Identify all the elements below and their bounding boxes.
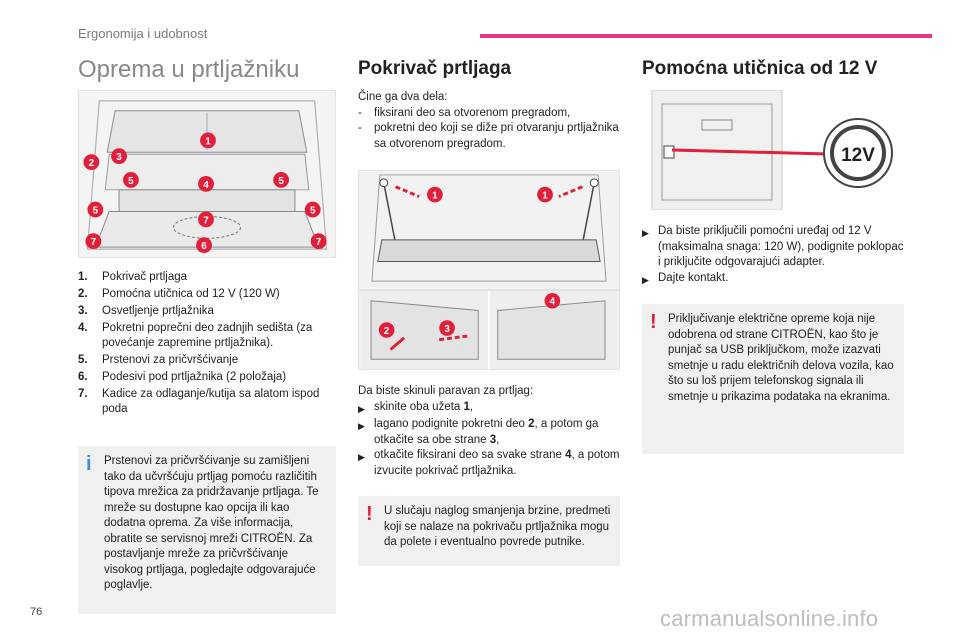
warning-box-socket: ! Priključivanje električne opreme koja … <box>642 304 904 454</box>
warning-icon: ! <box>366 503 373 525</box>
cover-illustration-top: 1 1 <box>358 170 620 290</box>
list-item: ▶lagano podignite pokretni deo 2, a poto… <box>358 417 620 448</box>
trunk-illustration: 1 2 3 5 4 5 5 5 7 7 6 7 <box>78 90 336 258</box>
info-box: i Prstenovi za pričvršćivanje su zamišlj… <box>78 446 336 614</box>
arrow-icon: ▶ <box>358 403 365 414</box>
badge-1-right: 1 <box>542 191 548 202</box>
list-item: -fiksirani deo sa otvorenom pregradom, <box>358 106 571 119</box>
list-item: -pokretni deo koji se diže pri otvaranju… <box>358 122 619 150</box>
badge-5d: 5 <box>310 206 316 217</box>
accent-bar <box>480 34 932 38</box>
arrow-icon: ▶ <box>642 274 649 285</box>
badge-1-left: 1 <box>432 191 438 202</box>
info-text: Prstenovi za pričvršćivanje su zamišljen… <box>104 455 319 591</box>
arrow-icon: ▶ <box>358 421 365 431</box>
badge-7a: 7 <box>203 215 209 226</box>
remove-instructions: Da biste skinuli paravan za prtljag: ▶sk… <box>358 384 620 479</box>
warning-icon: ! <box>650 311 657 333</box>
list-item: 2.Pomoćna utičnica od 12 V (120 W) <box>78 288 280 300</box>
badge-4-cover: 4 <box>550 297 556 308</box>
list-item: 4.Pokretni poprečni deo zadnjih sedišta … <box>78 322 313 349</box>
list-item: ▶otkačite fiksirani deo sa svake strane … <box>358 448 620 479</box>
badge-5b: 5 <box>278 176 284 187</box>
badge-6: 6 <box>201 241 207 252</box>
cover-intro: Čine ga dva dela: -fiksirani deo sa otvo… <box>358 90 620 152</box>
socket-12v-label: 12V <box>841 145 875 166</box>
list-item: ▶Da biste priključili pomoćni uređaj od … <box>642 224 904 271</box>
badge-7b: 7 <box>91 237 97 248</box>
watermark: carmanualsonline.info <box>660 606 879 631</box>
socket-title: Pomoćna utičnica od 12 V <box>642 58 878 79</box>
list-item: 7.Kadice za odlaganje/kutija sa alatom i… <box>78 388 320 415</box>
badge-5a: 5 <box>128 176 134 187</box>
list-item: ▶skinite oba užeta 1, <box>358 400 620 418</box>
socket-illustration: 12V <box>642 90 904 210</box>
badge-7c: 7 <box>316 237 322 248</box>
badge-1: 1 <box>205 136 211 147</box>
badge-4: 4 <box>203 180 209 191</box>
badge-3-cover: 3 <box>444 324 450 335</box>
list-item: 1.Pokrivač prtljaga <box>78 271 188 283</box>
section-title: Ergonomija i udobnost <box>78 26 208 41</box>
equipment-list: 1.Pokrivač prtljaga 2.Pomoćna utičnica o… <box>78 270 340 419</box>
warning-text: Priključivanje električne opreme koja ni… <box>668 313 894 403</box>
cover-illustration-bottom: 4 2 3 <box>358 290 620 370</box>
info-icon: i <box>86 453 92 475</box>
arrow-icon: ▶ <box>358 452 365 462</box>
list-item: ▶Dajte kontakt. <box>642 271 904 289</box>
page-number: 76 <box>30 606 43 618</box>
badge-2-cover: 2 <box>384 326 390 337</box>
trunk-equipment-title: Oprema u prtljažniku <box>78 56 300 83</box>
arrow-icon: ▶ <box>642 228 649 238</box>
list-item: 3.Osvetljenje prtljažnika <box>78 305 214 317</box>
list-item: 5.Prstenovi za pričvršćivanje <box>78 354 239 366</box>
warning-box-cover: ! U slučaju naglog smanjenja brzine, pre… <box>358 496 620 566</box>
warning-text: U slučaju naglog smanjenja brzine, predm… <box>384 505 611 548</box>
badge-3: 3 <box>116 152 122 163</box>
badge-5c: 5 <box>93 206 99 217</box>
list-item: 6.Podesivi pod prtljažnika (2 položaja) <box>78 371 287 383</box>
luggage-cover-title: Pokrivač prtljaga <box>358 58 512 79</box>
badge-2: 2 <box>89 158 95 169</box>
socket-steps: ▶Da biste priključili pomoćni uređaj od … <box>642 224 904 288</box>
